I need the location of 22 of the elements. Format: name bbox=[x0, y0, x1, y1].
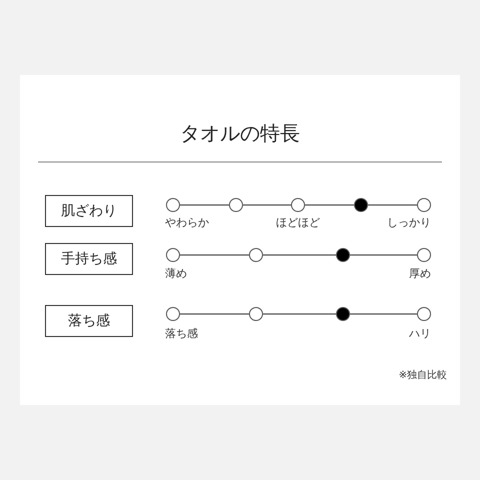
scale-label: ほどほど bbox=[276, 215, 320, 230]
scale-line bbox=[263, 254, 336, 256]
scale-line bbox=[368, 204, 417, 206]
scale-line bbox=[350, 313, 417, 315]
footnote: ※独自比較 bbox=[398, 368, 448, 382]
scale-line bbox=[350, 254, 417, 256]
scale-line bbox=[180, 313, 249, 315]
scale-line bbox=[305, 204, 354, 206]
scale-label: ハリ bbox=[409, 326, 431, 341]
scale-label: しっかり bbox=[387, 215, 431, 230]
scale-label: やわらか bbox=[165, 215, 209, 230]
label-box: 手持ち感 bbox=[45, 243, 133, 275]
scale-line bbox=[180, 254, 249, 256]
label-box: 落ち感 bbox=[45, 305, 133, 337]
scale-line bbox=[180, 204, 229, 206]
scale-line bbox=[243, 204, 291, 206]
title: タオルの特長 bbox=[179, 120, 301, 147]
scale-label: 厚め bbox=[409, 266, 431, 281]
label-box: 肌ざわり bbox=[45, 195, 133, 227]
scale-line bbox=[263, 313, 336, 315]
scale-label: 薄め bbox=[165, 266, 187, 281]
scale-label: 落ち感 bbox=[165, 326, 198, 341]
